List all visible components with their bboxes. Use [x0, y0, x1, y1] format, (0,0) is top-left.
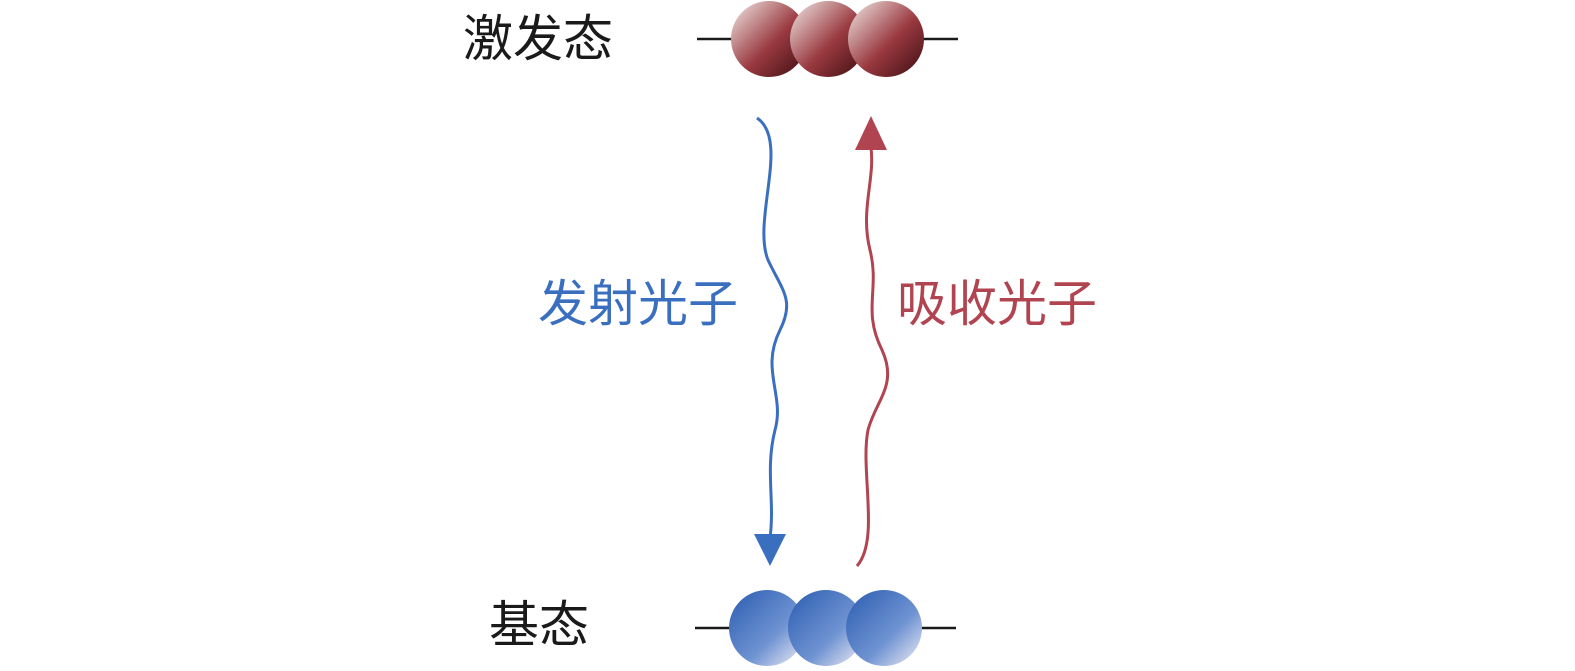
absorption-arrowhead [855, 116, 887, 150]
ground-electron [788, 590, 864, 666]
ground-electron [846, 590, 922, 666]
absorb-photon-label: 吸收光子 [897, 275, 1097, 333]
excited-electron [848, 1, 924, 77]
ground-state-label: 基态 [489, 596, 589, 654]
excited-state-label: 激发态 [463, 10, 613, 68]
ground-electron [729, 590, 805, 666]
ground-electrons [729, 590, 922, 666]
absorption-wave [855, 147, 890, 567]
excited-electron [731, 1, 807, 77]
emission-wave [756, 116, 789, 539]
emission-arrowhead [754, 534, 786, 566]
emit-photon-label: 发射光子 [538, 275, 738, 333]
excited-electrons [731, 1, 924, 77]
excited-electron [790, 1, 866, 77]
